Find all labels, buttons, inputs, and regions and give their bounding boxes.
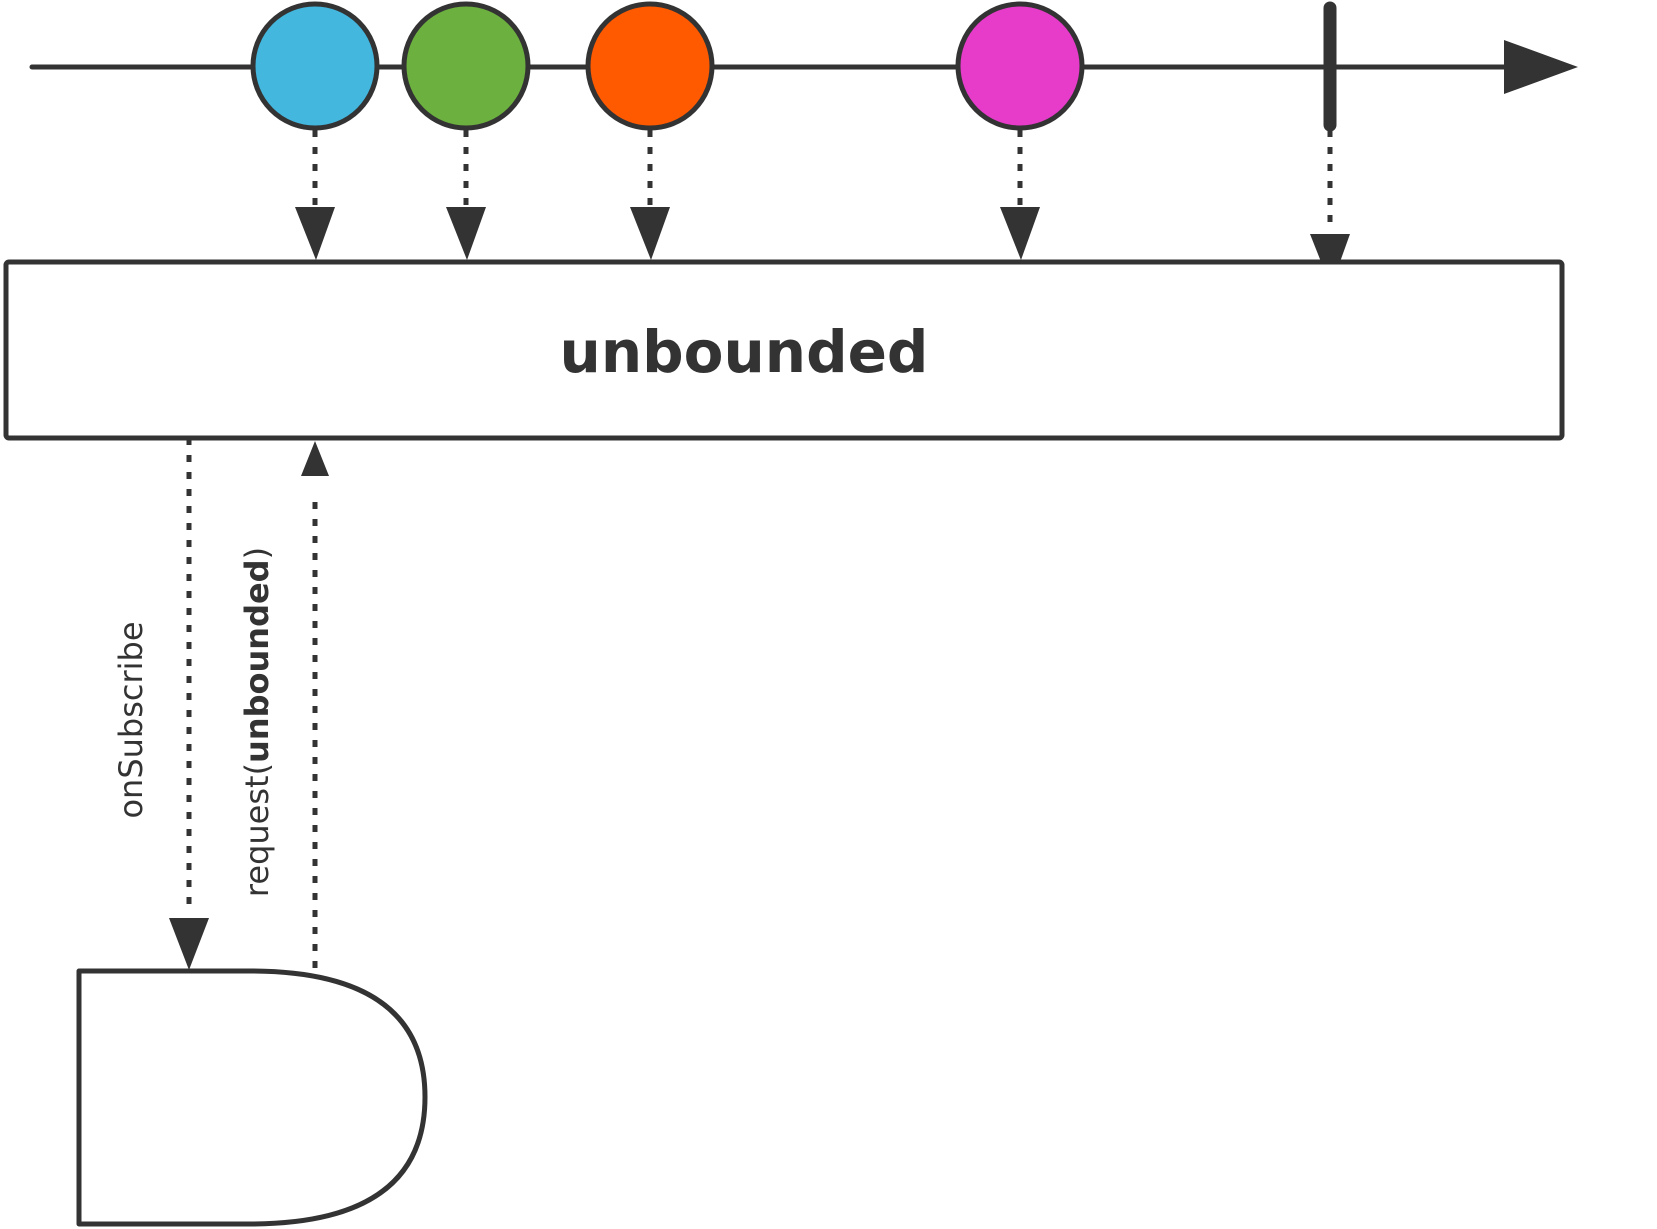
emission-arrowheads	[295, 207, 1350, 287]
request-arrowhead-icon	[301, 441, 329, 476]
marble-event	[955, 1, 1085, 131]
operator-box	[3, 259, 1565, 441]
on-subscribe-label: onSubscribe	[112, 621, 150, 818]
on-subscribe-arrowhead-icon	[169, 918, 209, 970]
request-arg: unbounded	[238, 559, 276, 763]
operator-label: unbounded	[560, 318, 929, 386]
marble-event	[401, 1, 531, 131]
subscriber-shape	[76, 968, 428, 1227]
marble-event	[585, 1, 715, 131]
emission-arrows	[312, 130, 1333, 232]
request-label: request(unbounded)	[238, 547, 276, 897]
timeline-arrowhead-icon	[1504, 40, 1578, 94]
marble-event	[250, 1, 380, 131]
